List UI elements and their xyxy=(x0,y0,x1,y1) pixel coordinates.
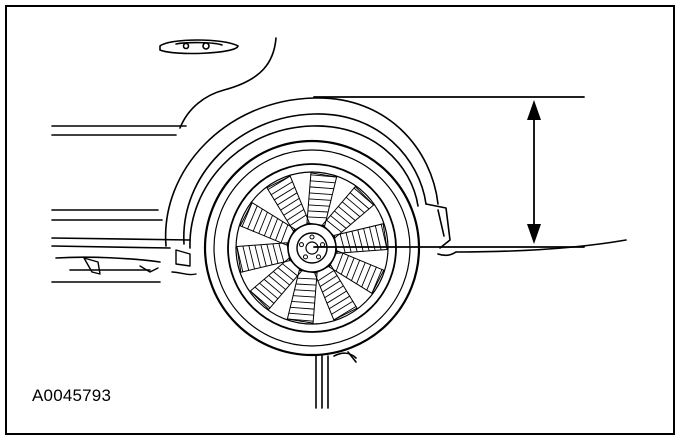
suspension-parts xyxy=(83,249,197,276)
wheel-spoke xyxy=(333,223,388,254)
wheel-rim xyxy=(235,171,389,325)
lug-nut xyxy=(309,234,315,240)
wheel-spoke xyxy=(266,175,310,232)
measurement-lines xyxy=(313,96,585,248)
lug-nuts xyxy=(299,234,325,260)
vehicle-body xyxy=(51,37,627,283)
wheel-spoke xyxy=(306,172,338,227)
tire xyxy=(203,139,421,357)
jack-stand xyxy=(315,351,357,409)
wheel-arch xyxy=(164,97,451,249)
height-dimension-arrow xyxy=(527,100,541,244)
door-handle xyxy=(159,39,239,55)
wheel-spoke xyxy=(249,258,302,310)
wheel-spoke xyxy=(236,242,291,273)
wheel-spoke xyxy=(286,269,318,324)
wheel-spoke xyxy=(328,250,385,294)
lug-nut xyxy=(303,254,308,260)
lug-nut xyxy=(299,242,304,248)
lug-nut xyxy=(316,254,321,260)
figure-id-label: A0045793 xyxy=(32,386,112,405)
